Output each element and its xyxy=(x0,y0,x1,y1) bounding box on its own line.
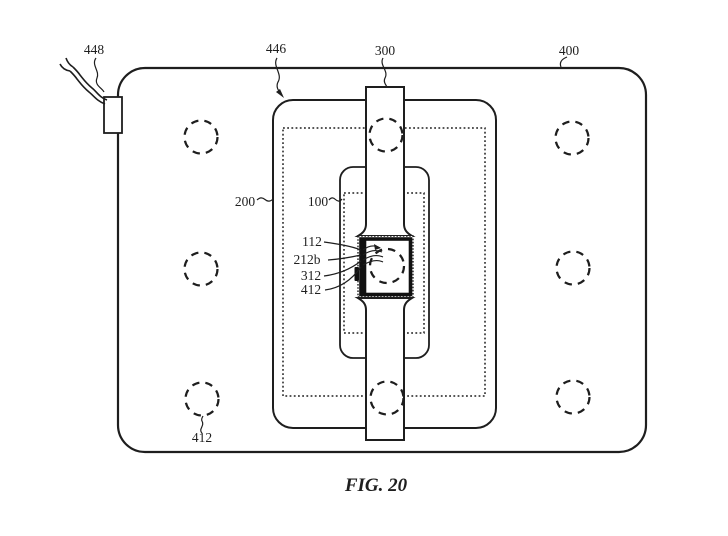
leader-lines xyxy=(93,56,568,434)
leader-tilde-100 xyxy=(328,197,343,202)
coil-circle xyxy=(183,119,219,155)
leader-312 xyxy=(323,260,362,277)
cable-connector xyxy=(103,96,123,134)
label-100: 100 xyxy=(308,194,329,209)
mat-coil-grid xyxy=(183,117,591,417)
label-112: 112 xyxy=(302,234,322,249)
watch-coil-circle xyxy=(368,247,406,285)
leader-448 xyxy=(93,57,105,93)
coil-circle xyxy=(555,250,591,286)
watch-band-upper xyxy=(354,86,416,237)
coil-circle xyxy=(369,380,405,416)
watch-band-lower xyxy=(354,297,416,441)
fan-arrowhead xyxy=(374,244,381,250)
coil-circle xyxy=(554,120,590,156)
label-412-mat: 412 xyxy=(192,430,212,445)
label-312: 312 xyxy=(301,268,321,283)
coil-callout-fan xyxy=(362,244,384,266)
figure-caption: FIG. 20 xyxy=(344,475,408,496)
label-412: 412 xyxy=(301,282,321,297)
coil-circle xyxy=(555,379,591,415)
watch-device-dotted-outline xyxy=(343,192,425,334)
label-212b: 212b xyxy=(294,252,321,267)
leader-412-mat xyxy=(200,415,204,434)
leader-300 xyxy=(381,57,388,88)
watch-left-coil-bar xyxy=(360,240,367,294)
leader-400 xyxy=(559,56,568,68)
label-300: 300 xyxy=(375,43,396,58)
coil-circle xyxy=(184,381,220,417)
coil-circle xyxy=(183,251,219,287)
leader-412 xyxy=(324,266,362,291)
leader-tilde-200 xyxy=(256,197,274,202)
power-cable xyxy=(59,57,108,105)
label-446: 446 xyxy=(266,41,287,56)
label-448: 448 xyxy=(84,42,105,57)
leader-212b xyxy=(327,254,362,261)
coil-circle xyxy=(368,117,404,153)
label-400: 400 xyxy=(559,43,580,58)
leader-112 xyxy=(323,241,362,251)
cable-fork-prong xyxy=(65,57,74,68)
leader-446-arrowhead xyxy=(276,89,284,98)
label-200: 200 xyxy=(235,194,256,209)
cable-fork-prong xyxy=(59,63,71,72)
